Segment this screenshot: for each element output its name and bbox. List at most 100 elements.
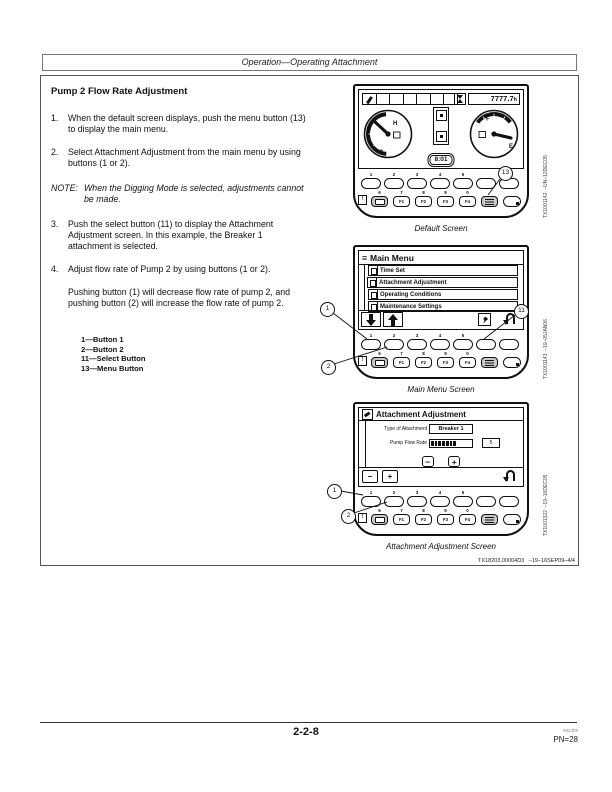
monitor-screen: 7777.7h H C bbox=[358, 89, 524, 169]
menu-item-attachment-adjustment: Attachment Adjustment bbox=[367, 277, 518, 288]
step-text: When the default screen displays, push t… bbox=[68, 113, 306, 134]
key-number-3: 3 bbox=[415, 333, 419, 338]
key-number-5: 5 bbox=[461, 333, 465, 338]
power-dot-icon bbox=[515, 202, 519, 205]
key-number-6: 6 bbox=[378, 351, 381, 356]
legend-item: 11—Select Button bbox=[81, 354, 146, 363]
note-label: NOTE: bbox=[51, 183, 78, 193]
pump-flow-rate-label: Pump Flow Rate bbox=[390, 440, 427, 446]
f1-button: F1 bbox=[393, 514, 410, 525]
increase-icon: + bbox=[448, 456, 461, 467]
clock-display: 8:01 bbox=[427, 153, 455, 167]
indicator-cell bbox=[377, 94, 390, 104]
step-1: 1. When the default screen displays, pus… bbox=[51, 113, 313, 135]
hour-meter-unit: h bbox=[513, 97, 517, 103]
return-arrow-icon bbox=[503, 313, 515, 325]
step-4: 4. Adjust flow rate of Pump 2 by using b… bbox=[51, 264, 313, 275]
hourglass-icon bbox=[454, 93, 466, 105]
menu-item-label: Time Set bbox=[380, 267, 405, 274]
flow-segment bbox=[468, 440, 472, 446]
buzzer-cancel-button bbox=[371, 196, 388, 207]
f1-button: F1 bbox=[393, 357, 410, 368]
keypad-button-7 bbox=[499, 496, 519, 507]
attachment-adjustment-titlebar: Attachment Adjustment bbox=[359, 408, 523, 421]
control-keypad: 1 2 3 4 5 ! 6 7 8 9 0 F1 F2 F3 F4 bbox=[355, 488, 527, 536]
key-number-9: 9 bbox=[444, 190, 447, 195]
keypad-button-5 bbox=[453, 339, 473, 350]
keypad-button-2 bbox=[384, 178, 404, 189]
attachment-adjustment-icon bbox=[368, 278, 377, 287]
step-number: 4. bbox=[51, 264, 59, 274]
keypad-button-3 bbox=[407, 178, 427, 189]
page-number: 2-2-8 bbox=[293, 726, 319, 738]
menu-lines-icon bbox=[485, 198, 494, 205]
f3-button: F3 bbox=[437, 196, 454, 207]
footer-rule bbox=[40, 722, 577, 723]
menu-button bbox=[481, 196, 498, 207]
keypad-button-7 bbox=[499, 339, 519, 350]
article-title: Pump 2 Flow Rate Adjustment bbox=[51, 86, 188, 97]
type-of-attachment-label: Type of Attachment bbox=[384, 426, 427, 432]
wrench-icon bbox=[365, 95, 373, 104]
key-number-6: 6 bbox=[378, 190, 381, 195]
instruction-text: Pump 2 Flow Rate Adjustment 1. When the … bbox=[51, 86, 313, 373]
key-number-1: 1 bbox=[369, 490, 373, 495]
menu-item-label: Attachment Adjustment bbox=[379, 279, 447, 286]
gauge-label-hot: H bbox=[393, 121, 397, 127]
step-4-continued: Pushing button (1) will decrease flow ra… bbox=[51, 287, 313, 309]
flow-segment bbox=[434, 440, 438, 446]
keypad-button-6 bbox=[476, 496, 496, 507]
key-number-2: 2 bbox=[392, 172, 396, 177]
keypad-button-6 bbox=[476, 339, 496, 350]
menu-button bbox=[481, 514, 498, 525]
f2-button: F2 bbox=[415, 196, 432, 207]
content-box: Pump 2 Flow Rate Adjustment 1. When the … bbox=[40, 75, 579, 566]
buzzer-cancel-button bbox=[371, 514, 388, 525]
key-number-6: 6 bbox=[378, 508, 381, 513]
note: NOTE: When the Digging Mode is selected,… bbox=[51, 183, 313, 205]
hour-meter-display: 7777.7h bbox=[468, 93, 520, 105]
f2-button: F2 bbox=[415, 357, 432, 368]
key-number-4: 4 bbox=[438, 490, 442, 495]
keypad-button-1 bbox=[361, 339, 381, 350]
menu-item-operating-conditions: Operating Conditions bbox=[368, 289, 518, 300]
menu-lines-icon bbox=[485, 516, 494, 523]
key-number-8: 8 bbox=[422, 190, 425, 195]
figure-main-menu: ≡ Main Menu Time Set Attachment Adjustme… bbox=[311, 245, 551, 402]
buzzer-cancel-icon bbox=[374, 199, 385, 205]
step-text: Select Attachment Adjustment from the ma… bbox=[68, 147, 301, 168]
key-number-1: 1 bbox=[369, 333, 373, 338]
indicator-cell bbox=[404, 94, 417, 104]
callout-1: 1 bbox=[327, 484, 342, 499]
pump-flow-rate-row: Pump Flow Rate 5 bbox=[371, 438, 519, 448]
return-arrow-icon bbox=[503, 470, 515, 482]
screen-softkey-row: − + bbox=[359, 467, 523, 486]
key-number-4: 4 bbox=[438, 333, 442, 338]
pn-number: PN=28 bbox=[553, 735, 578, 744]
legend-item: 13—Menu Button bbox=[81, 363, 144, 373]
scroll-down-icon bbox=[361, 312, 381, 327]
keypad-button-4 bbox=[430, 339, 450, 350]
key-number-8: 8 bbox=[422, 508, 425, 513]
attachment-adjustment-title: Attachment Adjustment bbox=[376, 409, 466, 419]
step-3: 3. Push the select button (11) to displa… bbox=[51, 219, 313, 252]
key-number-0: 0 bbox=[466, 508, 469, 513]
scroll-up-icon bbox=[383, 312, 403, 327]
operating-conditions-icon bbox=[369, 290, 378, 299]
callout-13: 13 bbox=[498, 166, 513, 181]
power-button bbox=[503, 357, 521, 368]
time-set-icon bbox=[369, 266, 378, 275]
key-number-7: 7 bbox=[400, 190, 403, 195]
key-number-4: 4 bbox=[438, 172, 442, 177]
key-number-0: 0 bbox=[466, 351, 469, 356]
mode-indicator-strip bbox=[433, 107, 449, 145]
screen-bracket-line bbox=[365, 421, 366, 467]
power-dot-icon bbox=[515, 520, 519, 523]
key-number-8: 8 bbox=[422, 351, 425, 356]
key-number-1: 1 bbox=[369, 172, 373, 177]
key-number-7: 7 bbox=[400, 351, 403, 356]
figure-reference: TX1001322 –19–16DEC05 bbox=[543, 474, 549, 536]
keypad-button-3 bbox=[407, 496, 427, 507]
gauge-label-empty: E bbox=[509, 144, 513, 150]
keypad-button-5 bbox=[453, 496, 473, 507]
